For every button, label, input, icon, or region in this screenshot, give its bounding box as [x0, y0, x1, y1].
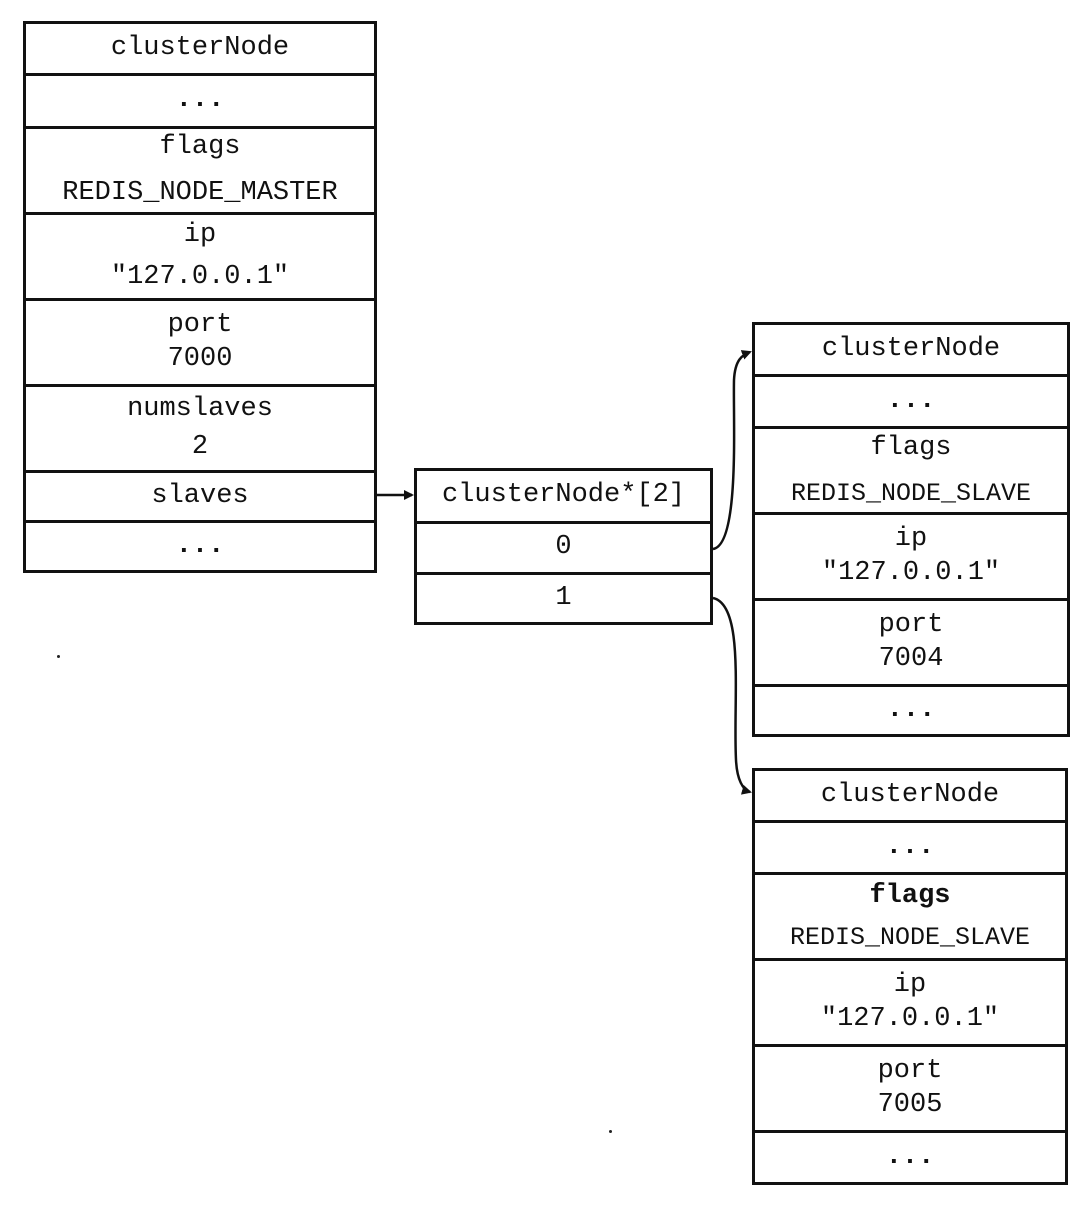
master-ip-row: ip "127.0.0.1" — [26, 215, 374, 301]
master-ip-label: ip — [183, 219, 217, 250]
slave2-flags-row: flags REDIS_NODE_SLAVE — [755, 875, 1065, 961]
slave1-ellipsis-bottom-row: ... — [755, 687, 1067, 734]
slave1-ip-row: ip "127.0.0.1" — [755, 515, 1067, 601]
index1-to-slave2-arrow — [712, 596, 752, 795]
master-ellipsis-bottom-row: ... — [26, 523, 374, 571]
master-numslaves-label: numslaves — [127, 393, 273, 424]
master-numslaves-value: 2 — [191, 431, 209, 462]
slave2-ip-row: ip "127.0.0.1" — [755, 961, 1065, 1047]
slaves-array: clusterNode*[2] 0 1 — [414, 468, 713, 625]
slave1-ellipsis-top: ... — [886, 385, 936, 416]
slave1-title: clusterNode — [821, 333, 1001, 364]
master-port-label: port — [167, 309, 233, 340]
slave2-ellipsis-bottom: ... — [885, 1141, 935, 1172]
slave2-port-row: port 7005 — [755, 1047, 1065, 1133]
stray-dot — [57, 655, 60, 658]
slave1-ellipsis-bottom: ... — [886, 694, 936, 725]
stray-dot — [609, 1130, 612, 1133]
slave2-ellipsis-top-row: ... — [755, 823, 1065, 875]
slave1-port-label: port — [878, 609, 944, 640]
master-ellipsis-bottom: ... — [175, 531, 225, 562]
index0-to-slave1-arrow — [712, 350, 752, 551]
master-flags-label: flags — [159, 131, 241, 162]
slave2-ellipsis-bottom-row: ... — [755, 1133, 1065, 1182]
slave2-flags-label: flags — [869, 881, 951, 911]
master-flags-row: flags REDIS_NODE_MASTER — [26, 129, 374, 215]
array-title: clusterNode*[2] — [441, 480, 686, 511]
slave1-flags-value: REDIS_NODE_SLAVE — [790, 478, 1032, 508]
master-numslaves-row: numslaves 2 — [26, 387, 374, 473]
master-port-row: port 7000 — [26, 301, 374, 387]
master-flags-value: REDIS_NODE_MASTER — [62, 177, 338, 208]
slave2-ellipsis-top: ... — [885, 831, 935, 862]
master-ip-value: "127.0.0.1" — [110, 261, 290, 292]
slave2-ip-label: ip — [893, 969, 927, 1000]
slave-cluster-node-7005: clusterNode ... flags REDIS_NODE_SLAVE i… — [752, 768, 1068, 1185]
master-ellipsis-top: ... — [175, 85, 225, 116]
slave2-ip-value: "127.0.0.1" — [820, 1003, 1000, 1034]
slave1-port-value: 7004 — [878, 643, 944, 674]
array-index-0-row: 0 — [417, 524, 710, 575]
slave1-flags-label: flags — [870, 433, 952, 463]
slave-cluster-node-7004: clusterNode ... flags REDIS_NODE_SLAVE i… — [752, 322, 1070, 737]
slave1-title-row: clusterNode — [755, 325, 1067, 377]
array-title-row: clusterNode*[2] — [417, 471, 710, 524]
slave2-title: clusterNode — [820, 779, 1000, 810]
slave2-title-row: clusterNode — [755, 771, 1065, 823]
slave1-port-row: port 7004 — [755, 601, 1067, 687]
master-ellipsis-top-row: ... — [26, 76, 374, 129]
slave2-port-label: port — [877, 1055, 943, 1086]
master-title: clusterNode — [110, 32, 290, 63]
array-index-0: 0 — [555, 532, 572, 563]
slave1-ip-label: ip — [894, 523, 928, 554]
array-index-1: 1 — [555, 582, 572, 613]
master-port-value: 7000 — [167, 343, 233, 374]
master-title-row: clusterNode — [26, 24, 374, 76]
array-index-1-row: 1 — [417, 575, 710, 622]
master-slaves-row: slaves — [26, 473, 374, 523]
master-slaves-label: slaves — [151, 480, 249, 511]
slave1-ellipsis-top-row: ... — [755, 377, 1067, 429]
slave2-port-value: 7005 — [877, 1089, 943, 1120]
slave1-flags-row: flags REDIS_NODE_SLAVE — [755, 429, 1067, 515]
master-cluster-node: clusterNode ... flags REDIS_NODE_MASTER … — [23, 21, 377, 573]
slave2-flags-value: REDIS_NODE_SLAVE — [789, 922, 1031, 952]
slave1-ip-value: "127.0.0.1" — [821, 557, 1001, 588]
